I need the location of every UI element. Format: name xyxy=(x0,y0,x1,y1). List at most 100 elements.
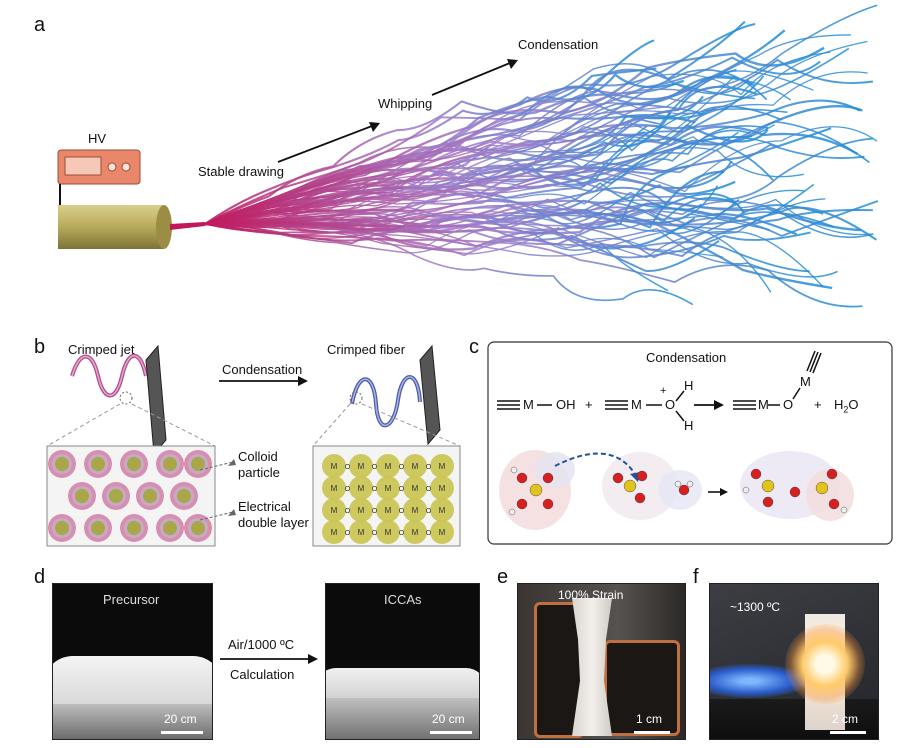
lattice-metal: M xyxy=(331,462,338,471)
lattice-node xyxy=(349,454,373,478)
positive-charge: + xyxy=(660,385,666,397)
colloid-particle-shell xyxy=(68,482,96,510)
atom xyxy=(517,473,527,483)
lattice-metal: M xyxy=(331,484,338,493)
hv-label: HV xyxy=(88,131,106,146)
calculation-label: Calculation xyxy=(230,667,294,682)
lattice-oxygen: O xyxy=(372,464,378,471)
strain-label: 100% Strain xyxy=(558,588,623,602)
lattice-oxygen: O xyxy=(372,508,378,515)
lattice-metal: M xyxy=(412,506,419,515)
atom xyxy=(829,499,839,509)
lattice-oxygen: O xyxy=(426,530,432,537)
lattice-node xyxy=(376,498,400,522)
product-metal-2: M xyxy=(800,374,811,389)
lattice-metal: M xyxy=(385,506,392,515)
colloid-particle-shell xyxy=(48,514,76,542)
colloid-particle-core xyxy=(177,489,191,503)
lattice-node xyxy=(403,454,427,478)
reactant2-oxygen: O xyxy=(665,397,675,412)
scale-label-precursor: 20 cm xyxy=(164,712,197,726)
colloid-particle-core xyxy=(91,457,105,471)
panel-label-d: d xyxy=(34,566,45,589)
lattice-oxygen: O xyxy=(399,508,405,515)
atom xyxy=(687,481,693,487)
iccas-label: ICCAs xyxy=(384,592,422,607)
colloid-particle-core xyxy=(91,521,105,535)
crimped-fiber-helix xyxy=(352,377,420,425)
product-metal: M xyxy=(758,397,769,412)
lattice-metal: M xyxy=(385,484,392,493)
hydrogen-top: H xyxy=(684,378,693,393)
lattice-node xyxy=(349,476,373,500)
atom xyxy=(543,499,553,509)
lattice-node xyxy=(403,498,427,522)
atom xyxy=(635,493,645,503)
reactant1-metal: M xyxy=(523,397,534,412)
lattice-node xyxy=(376,476,400,500)
strain-photo: 100% Strain 1 cm xyxy=(517,583,686,740)
scale-label-flame: 2 cm xyxy=(832,712,858,726)
colloid-particle-shell xyxy=(184,450,212,478)
atom xyxy=(827,469,837,479)
lattice-metal: M xyxy=(439,484,446,493)
lattice-oxygen: O xyxy=(345,486,351,493)
lattice-oxygen: O xyxy=(345,464,351,471)
colloid-particle-core xyxy=(163,521,177,535)
reactant2-metal: M xyxy=(631,397,642,412)
lattice-oxygen: O xyxy=(372,530,378,537)
lattice-metal: M xyxy=(412,484,419,493)
crimped-jet-label: Crimped jet xyxy=(68,342,134,357)
lattice-metal: M xyxy=(385,528,392,537)
lattice-oxygen: O xyxy=(399,530,405,537)
product-oxygen: O xyxy=(783,397,793,412)
panel-label-b: b xyxy=(34,336,45,359)
colloid-particle-core xyxy=(191,521,205,535)
electrospinning-illustration xyxy=(0,0,910,330)
colloid-particle-core xyxy=(75,489,89,503)
colloid-particle-shell xyxy=(156,514,184,542)
atom xyxy=(841,507,847,513)
colloid-particle-shell xyxy=(84,514,112,542)
lattice-node xyxy=(403,520,427,544)
lattice-oxygen: O xyxy=(426,486,432,493)
colloid-particle-core xyxy=(127,521,141,535)
colloid-particle-shell xyxy=(48,450,76,478)
lattice-node xyxy=(430,454,454,478)
lattice-node xyxy=(322,498,346,522)
panel-label-c: c xyxy=(469,336,479,359)
colloid-particle-core xyxy=(163,457,177,471)
syringe-cylinder xyxy=(58,205,164,249)
colloid-particle-core xyxy=(55,521,69,535)
flame-photo: ~1300 ºC 2 cm xyxy=(709,583,879,740)
atom xyxy=(675,481,681,487)
stage-condensation: Condensation xyxy=(518,37,598,52)
atom xyxy=(624,480,636,492)
colloid-particle-shell xyxy=(156,450,184,478)
colloid-particle-shell xyxy=(184,514,212,542)
water-formula: H2O xyxy=(834,397,859,415)
colloid-particle-core xyxy=(143,489,157,503)
lattice-metal: M xyxy=(412,528,419,537)
condensation-title: Condensation xyxy=(646,350,726,365)
colloid-particle-core xyxy=(55,457,69,471)
lattice-metal: M xyxy=(331,528,338,537)
colloid-particle-shell xyxy=(120,450,148,478)
precursor-label: Precursor xyxy=(103,592,159,607)
lattice-oxygen: O xyxy=(399,464,405,471)
lattice-metal: M xyxy=(331,506,338,515)
lattice-node xyxy=(322,476,346,500)
atom xyxy=(763,497,773,507)
iccas-photo: ICCAs 20 cm xyxy=(325,583,480,740)
atom xyxy=(762,480,774,492)
atom xyxy=(816,482,828,494)
lattice-oxygen: O xyxy=(345,530,351,537)
plus-sign-1: + xyxy=(585,397,593,412)
lattice-oxygen: O xyxy=(399,486,405,493)
colloid-particle-shell xyxy=(170,482,198,510)
lattice-node xyxy=(430,520,454,544)
lattice-metal: M xyxy=(439,506,446,515)
stage-whipping: Whipping xyxy=(378,96,432,111)
stage-stable-drawing: Stable drawing xyxy=(198,164,284,179)
atom xyxy=(517,499,527,509)
